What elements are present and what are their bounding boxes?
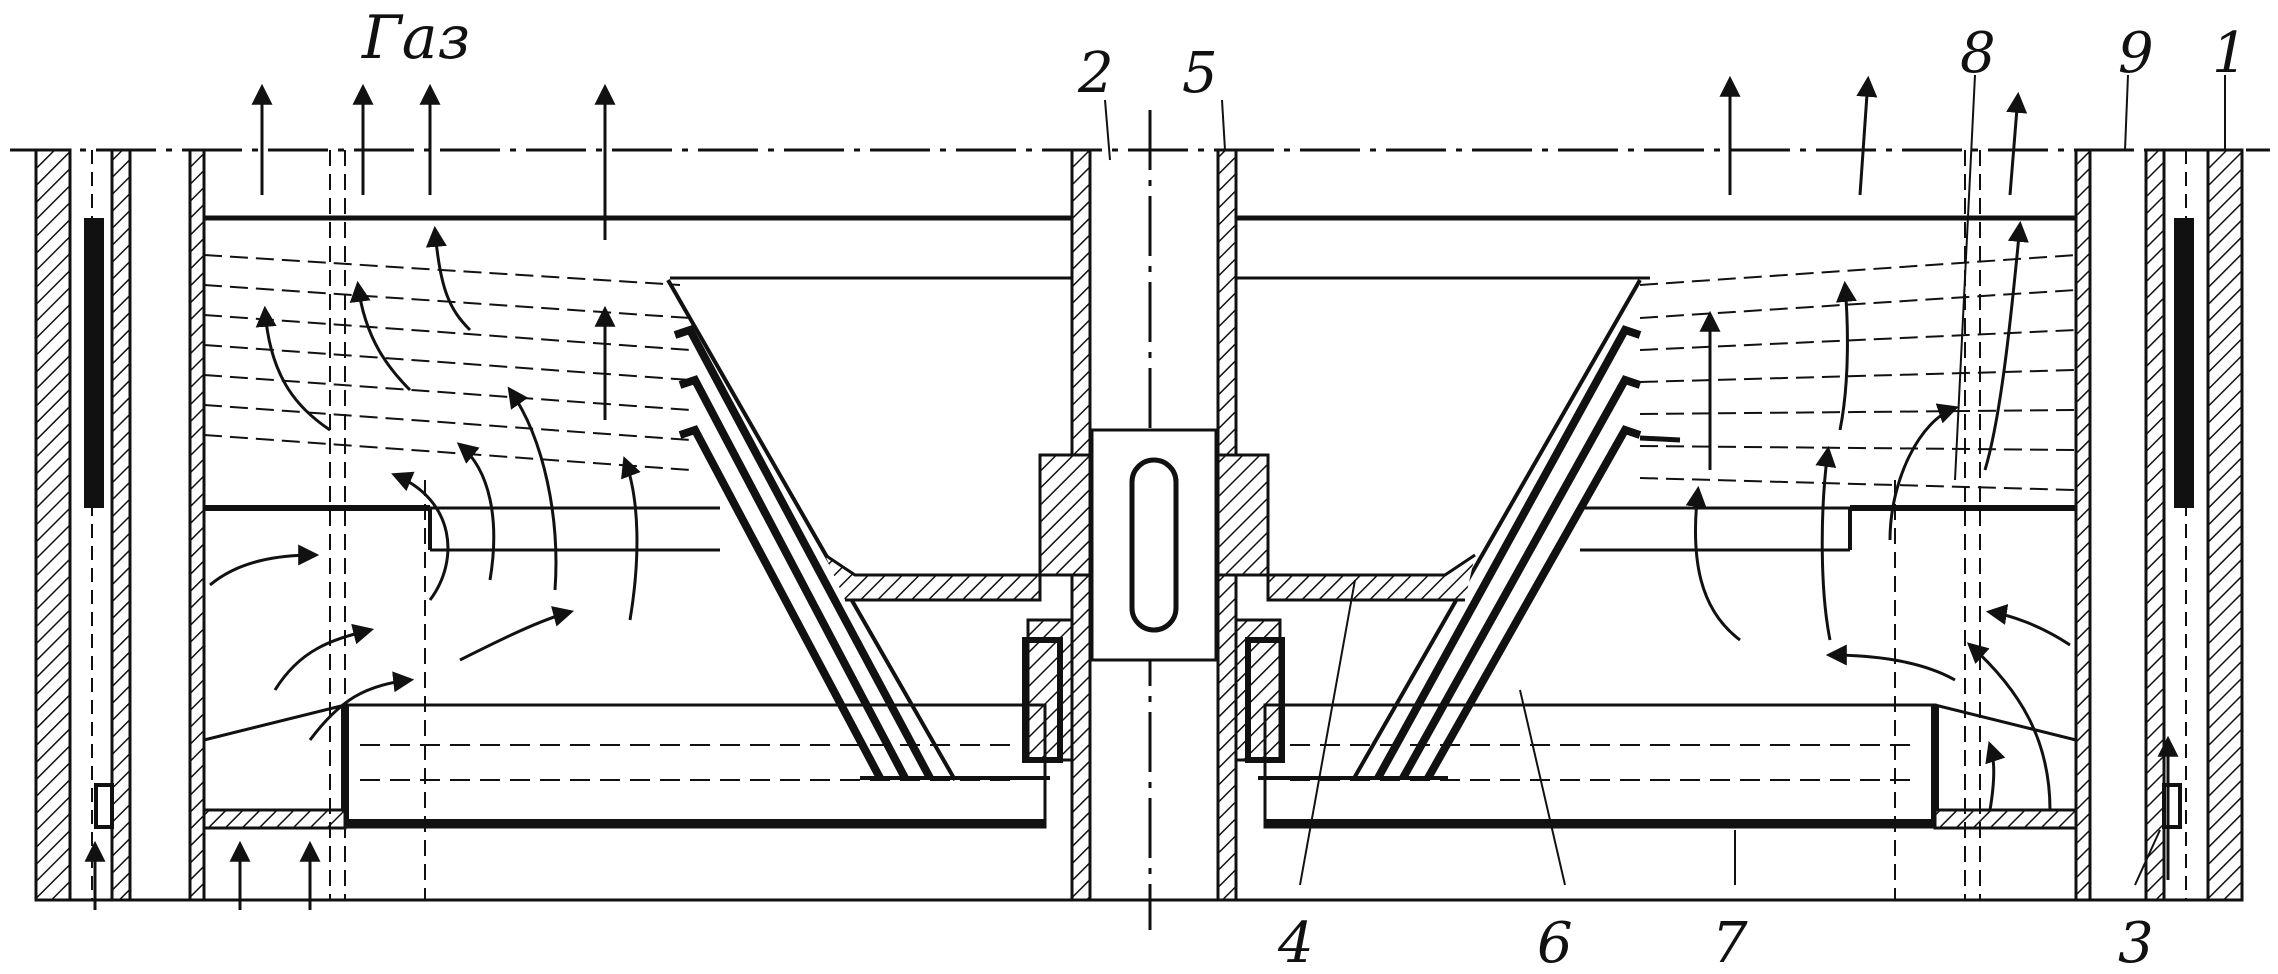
callout-9: 9 <box>2118 21 2154 86</box>
outer-wall-left <box>34 148 132 902</box>
hub-right <box>1216 453 1285 763</box>
callout-2: 2 <box>1077 41 1114 106</box>
right-lower-tray <box>1263 703 2078 830</box>
callout-8: 8 <box>1960 21 1996 86</box>
cone-plates-right <box>1258 279 1681 781</box>
casing-wall-left <box>188 148 206 902</box>
callout-3: 3 <box>2118 911 2154 974</box>
callout-1: 1 <box>2212 21 2248 86</box>
hub-left <box>1022 453 1092 763</box>
flow-arrows-left <box>209 225 641 741</box>
right-upper-compartment <box>1236 215 2077 552</box>
gas-outlet-arrows <box>251 75 2028 240</box>
gas-title: Газ <box>361 3 470 73</box>
callout-4: 4 <box>1277 911 1314 974</box>
leader-lines <box>1104 74 2226 886</box>
casing-wall-right <box>2074 148 2092 902</box>
gas-inlet-arrows <box>84 840 321 910</box>
guide-lines <box>329 150 1981 900</box>
outer-wall-right <box>2144 148 2244 902</box>
cone-plates-left <box>666 279 1050 781</box>
central-shaft <box>1070 148 1238 902</box>
flow-arrows-right <box>1685 220 2179 880</box>
callout-5: 5 <box>1182 41 1218 106</box>
callout-7: 7 <box>1712 911 1748 974</box>
callout-6: 6 <box>1537 911 1573 974</box>
left-upper-compartment <box>203 215 1072 552</box>
